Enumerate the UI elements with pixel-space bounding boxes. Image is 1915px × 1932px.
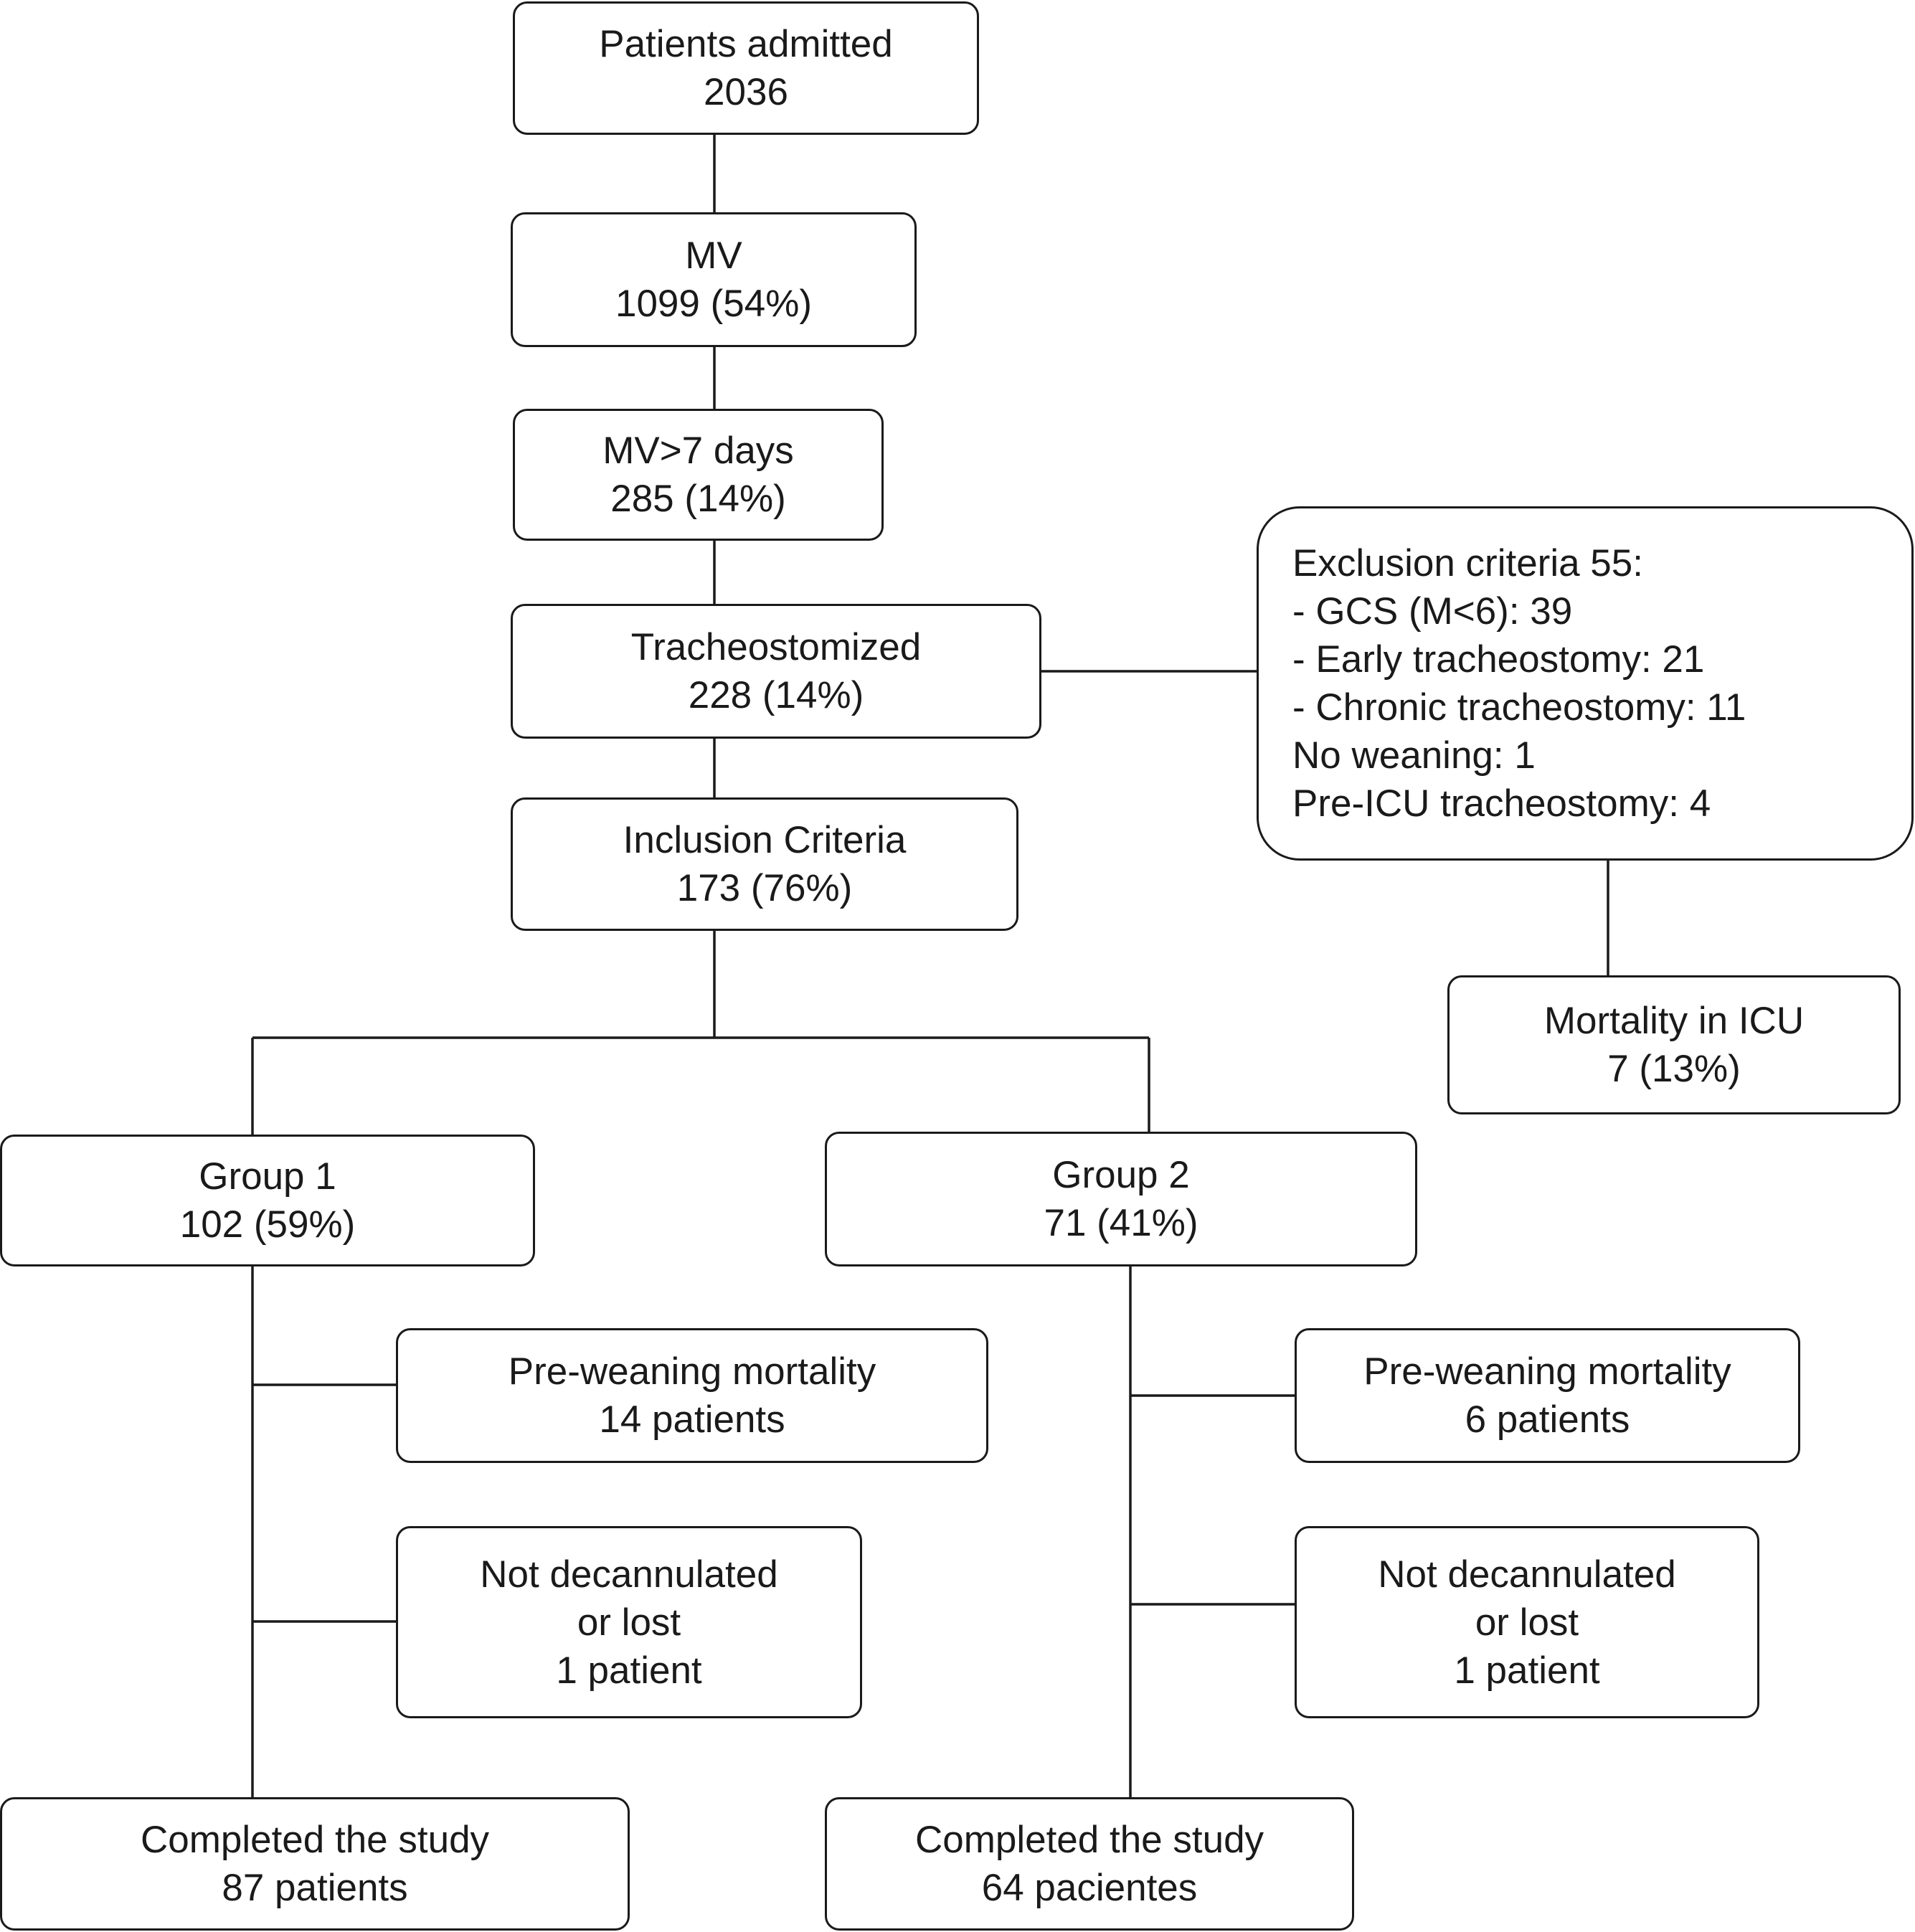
box-line: 1 patient bbox=[556, 1649, 702, 1692]
box-mv: MV 1099 (54%) bbox=[511, 212, 917, 347]
box-value: 173 (76%) bbox=[676, 867, 853, 909]
exclusion-line: - GCS (M<6): 39 bbox=[1292, 590, 1573, 633]
box-title: Pre-weaning mortality bbox=[1363, 1350, 1731, 1393]
exclusion-line: - Chronic tracheostomy: 11 bbox=[1292, 686, 1746, 729]
box-title: Patients admitted bbox=[599, 23, 893, 65]
box-group2-not-decannulated: Not decannulated or lost 1 patient bbox=[1295, 1526, 1759, 1718]
box-patients-admitted: Patients admitted 2036 bbox=[513, 1, 979, 135]
box-title: Completed the study bbox=[140, 1819, 490, 1861]
box-mortality-in-icu: Mortality in ICU 7 (13%) bbox=[1447, 975, 1901, 1114]
box-value: 228 (14%) bbox=[688, 674, 864, 716]
box-group1-not-decannulated: Not decannulated or lost 1 patient bbox=[396, 1526, 862, 1718]
box-value: 6 patients bbox=[1465, 1398, 1630, 1441]
box-line: or lost bbox=[1475, 1601, 1579, 1644]
box-line: Not decannulated bbox=[1378, 1553, 1676, 1596]
box-tracheostomized: Tracheostomized 228 (14%) bbox=[511, 604, 1041, 739]
box-title: Pre-weaning mortality bbox=[508, 1350, 876, 1393]
box-value: 71 (41%) bbox=[1044, 1202, 1198, 1244]
box-value: 1099 (54%) bbox=[615, 283, 812, 325]
box-value: 7 (13%) bbox=[1607, 1048, 1741, 1090]
exclusion-line: Exclusion criteria 55: bbox=[1292, 542, 1643, 584]
box-value: 87 patients bbox=[222, 1867, 408, 1909]
box-group1-completed-study: Completed the study 87 patients bbox=[0, 1797, 630, 1931]
box-value: 285 (14%) bbox=[610, 478, 786, 520]
box-group2-completed-study: Completed the study 64 pacientes bbox=[825, 1797, 1354, 1931]
box-line: 1 patient bbox=[1454, 1649, 1600, 1692]
box-title: Inclusion Criteria bbox=[623, 819, 907, 861]
box-group-1: Group 1 102 (59%) bbox=[0, 1135, 535, 1266]
box-value: 102 (59%) bbox=[179, 1203, 356, 1246]
box-title: Group 2 bbox=[1052, 1154, 1190, 1196]
box-line: or lost bbox=[577, 1601, 681, 1644]
box-title: Mortality in ICU bbox=[1543, 1000, 1805, 1042]
box-group1-pre-weaning-mortality: Pre-weaning mortality 14 patients bbox=[396, 1328, 988, 1463]
box-title: Tracheostomized bbox=[630, 626, 922, 668]
box-inclusion-criteria: Inclusion Criteria 173 (76%) bbox=[511, 797, 1018, 931]
box-mv-over-7-days: MV>7 days 285 (14%) bbox=[513, 409, 884, 541]
box-value: 14 patients bbox=[599, 1398, 785, 1441]
box-group2-pre-weaning-mortality: Pre-weaning mortality 6 patients bbox=[1295, 1328, 1800, 1463]
box-title: Group 1 bbox=[199, 1155, 336, 1198]
box-group-2: Group 2 71 (41%) bbox=[825, 1132, 1417, 1266]
box-title: Completed the study bbox=[914, 1819, 1264, 1861]
box-value: 64 pacientes bbox=[981, 1867, 1198, 1909]
box-exclusion-criteria: Exclusion criteria 55: - GCS (M<6): 39 -… bbox=[1257, 506, 1914, 861]
box-line: Not decannulated bbox=[480, 1553, 778, 1596]
exclusion-line: - Early tracheostomy: 21 bbox=[1292, 638, 1705, 681]
box-value: 2036 bbox=[704, 71, 788, 113]
exclusion-line: No weaning: 1 bbox=[1292, 734, 1536, 777]
box-title: MV bbox=[685, 235, 742, 277]
box-title: MV>7 days bbox=[602, 430, 794, 472]
exclusion-line: Pre-ICU tracheostomy: 4 bbox=[1292, 782, 1711, 825]
